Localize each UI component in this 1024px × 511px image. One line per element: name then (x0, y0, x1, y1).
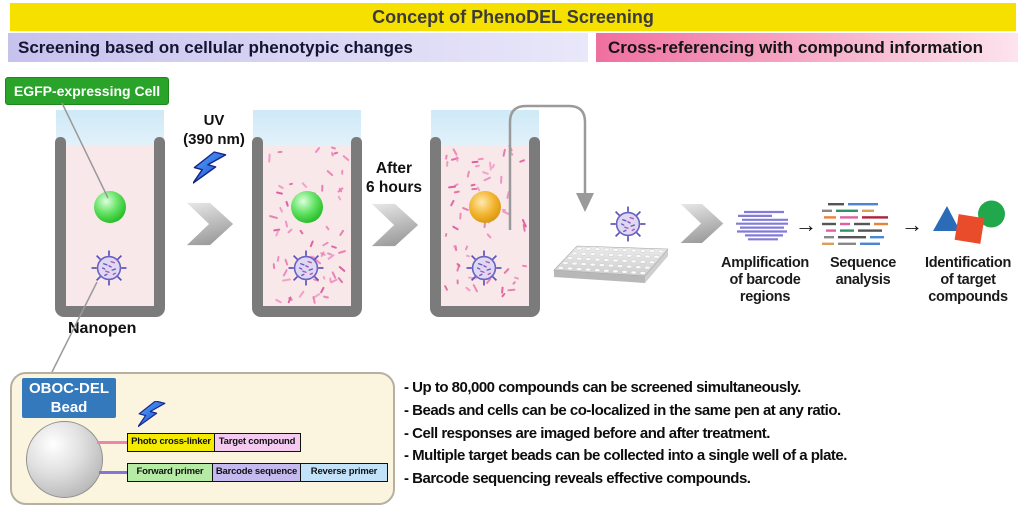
target-compound-box: Target compound (213, 433, 301, 452)
del-bead-icon (288, 250, 324, 286)
oboc-del-bead-panel: OBOC-DEL Bead Photo cross-linker Target … (10, 372, 395, 505)
del-bead-icon (466, 250, 502, 286)
bead-sphere (26, 421, 103, 498)
photo-bolt-icon (138, 400, 166, 430)
egfp-cell (94, 191, 126, 223)
photo-crosslinker-box: Photo cross-linker (127, 433, 215, 452)
media-channel (253, 110, 361, 147)
pen-wall (351, 137, 362, 306)
pen-wall (55, 306, 165, 317)
forward-primer-box: Forward primer (127, 463, 213, 482)
sequence-analysis-label: Sequence analysis (829, 255, 897, 288)
amplification-label: Amplification of barcode regions (721, 255, 809, 305)
del-bead-icon (91, 250, 127, 286)
bullet-item: - Up to 80,000 compounds can be screened… (404, 379, 801, 396)
media-channel (56, 110, 164, 147)
pen-wall (154, 137, 165, 306)
reverse-primer-box: Reverse primer (300, 463, 388, 482)
bullet-item: - Barcode sequencing reveals effective c… (404, 470, 751, 488)
pen-wall (430, 306, 540, 317)
collected-bead-icon (610, 206, 646, 242)
dna-linker-line (99, 471, 129, 474)
nanopen-1 (55, 110, 165, 317)
bullet-item: - Cell responses are imaged before and a… (404, 424, 770, 442)
after-6-hours-label: After 6 hours (366, 160, 422, 196)
compound-linker-line (97, 441, 129, 444)
barcode-sequence-box: Barcode sequence (211, 463, 302, 482)
egfp-cell-label: EGFP-expressing Cell (5, 77, 169, 105)
nanopen-2 (252, 110, 362, 317)
right-arrow: → (901, 212, 923, 237)
banner-phenotypic-screening: Screening based on cellular phenotypic c… (8, 33, 588, 62)
amplified-reads-icon (736, 210, 788, 241)
identification-label: Identification of target compounds (924, 255, 1012, 305)
responding-cell (469, 191, 501, 223)
egfp-cell (291, 191, 323, 223)
pen-wall (252, 306, 362, 317)
uv-label: UV (390 nm) (183, 112, 245, 148)
bullet-item: - Beads and cells can be co-localized in… (404, 401, 841, 419)
media-channel (431, 110, 539, 147)
sequence-reads-icon (822, 203, 888, 245)
chevron-right-icon (678, 200, 726, 247)
oboc-del-bead-title: OBOC-DEL Bead (22, 378, 116, 418)
pen-wall (529, 137, 540, 306)
key-points-list: - Up to 80,000 compounds can be screened… (404, 377, 1022, 491)
banner-cross-referencing: Cross-referencing with compound informat… (596, 33, 1018, 62)
pen-wall (55, 137, 66, 306)
nanopen-3 (430, 110, 540, 317)
bullet-item: - Multiple target beads can be collected… (404, 447, 847, 465)
target-compounds-icon (933, 200, 1005, 244)
pen-wall (252, 137, 263, 306)
uv-bolt-icon (193, 151, 227, 187)
title-banner: Concept of PhenoDEL Screening (10, 3, 1016, 31)
pen-wall (430, 137, 441, 306)
chevron-right-icon (369, 200, 421, 250)
well-plate-icon (553, 245, 669, 283)
nanopen-label: Nanopen (68, 320, 137, 337)
arrowhead (576, 193, 594, 212)
chevron-right-icon (184, 199, 236, 249)
right-arrow: → (795, 212, 817, 237)
